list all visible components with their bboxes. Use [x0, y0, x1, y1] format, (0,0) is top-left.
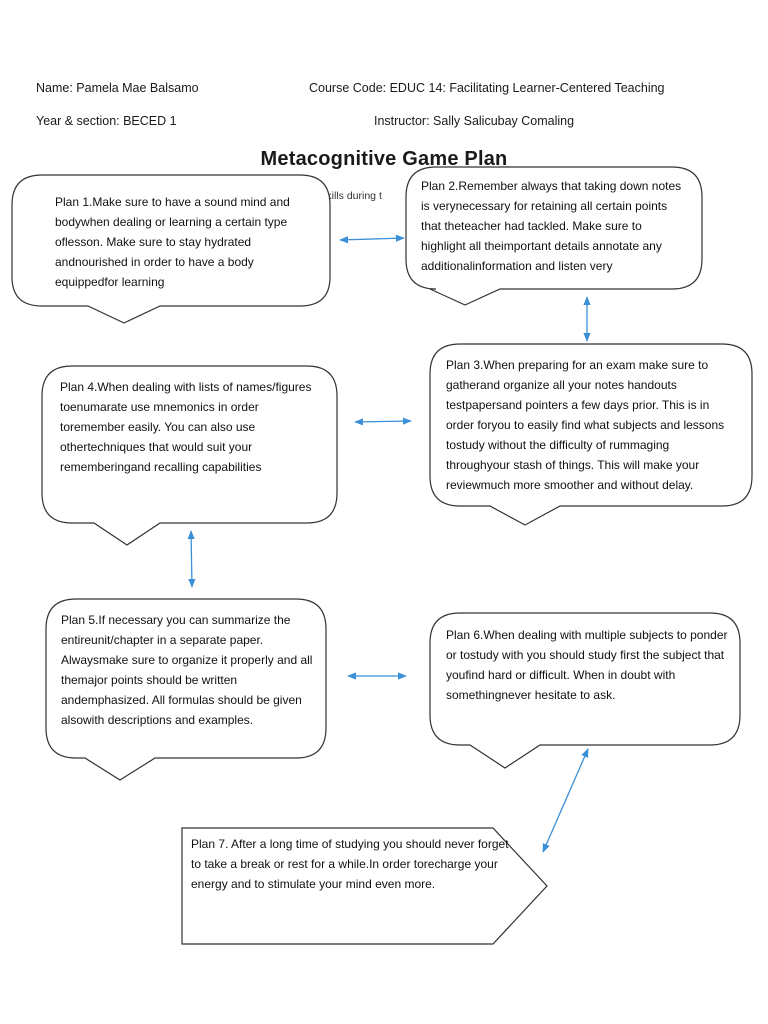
plan3-callout: [429, 343, 753, 526]
plan6-callout: [429, 612, 741, 769]
student-name: Name: Pamela Mae Balsamo: [36, 81, 199, 95]
plan2-callout: [405, 166, 703, 306]
year-section: Year & section: BECED 1: [36, 114, 177, 128]
connector-4-5: [187, 530, 196, 588]
connector-4-3: [354, 417, 412, 426]
connector-6-7: [542, 748, 589, 853]
course-code: Course Code: EDUC 14: Facilitating Learn…: [309, 81, 665, 95]
plan1-text: Plan 1.Make sure to have a sound mind an…: [55, 195, 290, 289]
plan3-text: Plan 3.When preparing for an exam make s…: [446, 358, 725, 492]
plan5-callout: [45, 598, 327, 781]
plan6-text: Plan 6.When dealing with multiple subjec…: [446, 628, 728, 702]
page-title: Metacognitive Game Plan: [260, 148, 508, 170]
connector-1-2: [339, 234, 405, 244]
plan4-text: Plan 4.When dealing with lists of names/…: [60, 380, 312, 474]
plan4-callout: [41, 365, 338, 546]
plan7-text: Plan 7. After a long time of studying yo…: [191, 837, 509, 891]
instructor: Instructor: Sally Salicubay Comaling: [374, 114, 575, 128]
plan7-callout: [181, 827, 548, 945]
plan2-text: Plan 2.Remember always that taking down …: [421, 179, 682, 273]
plan5-text: Plan 5.If necessary you can summarize th…: [61, 613, 313, 727]
plan1-callout: [11, 174, 331, 324]
